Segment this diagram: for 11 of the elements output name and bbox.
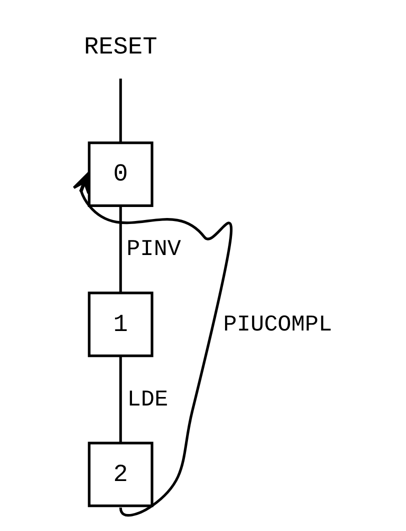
arrow: [72, 172, 232, 516]
edge-label: PIUCOMPL: [222, 311, 332, 338]
connector: [118, 206, 122, 293]
edge-label: PINV: [126, 236, 180, 262]
node-box: 2: [87, 442, 153, 508]
connector: [118, 356, 122, 443]
node-text: RESET: [83, 34, 157, 62]
edge-label: LDE: [126, 386, 168, 412]
node-box: 1: [87, 292, 153, 358]
node-box: 0: [87, 142, 153, 207]
connector: [118, 78, 122, 143]
